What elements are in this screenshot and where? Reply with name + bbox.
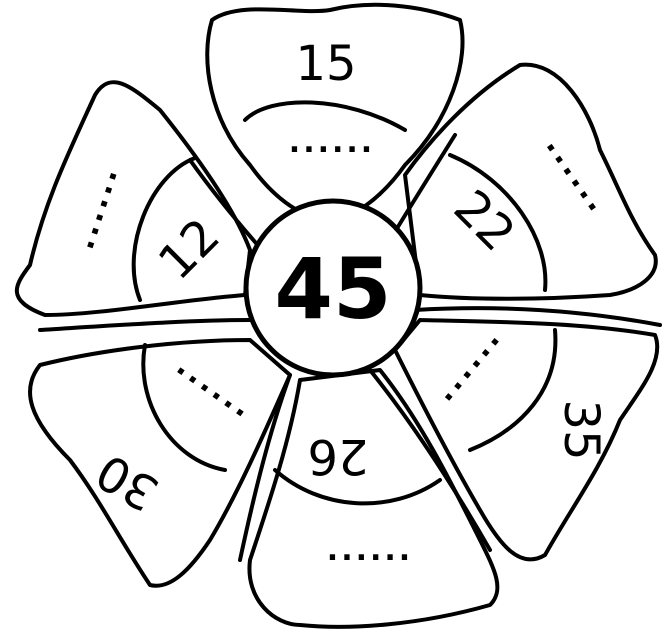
blank-outer-bottom: ...... — [327, 533, 413, 568]
blank-inner-top: ...... — [289, 125, 375, 160]
outer-right-bottom-number: 35 — [553, 399, 609, 460]
outer-top-number: 15 — [295, 36, 356, 92]
petal-left-bottom — [30, 340, 290, 586]
center-value: 45 — [275, 240, 392, 338]
inner-bottom-number: 26 — [307, 428, 368, 484]
spoke-left — [40, 320, 250, 330]
